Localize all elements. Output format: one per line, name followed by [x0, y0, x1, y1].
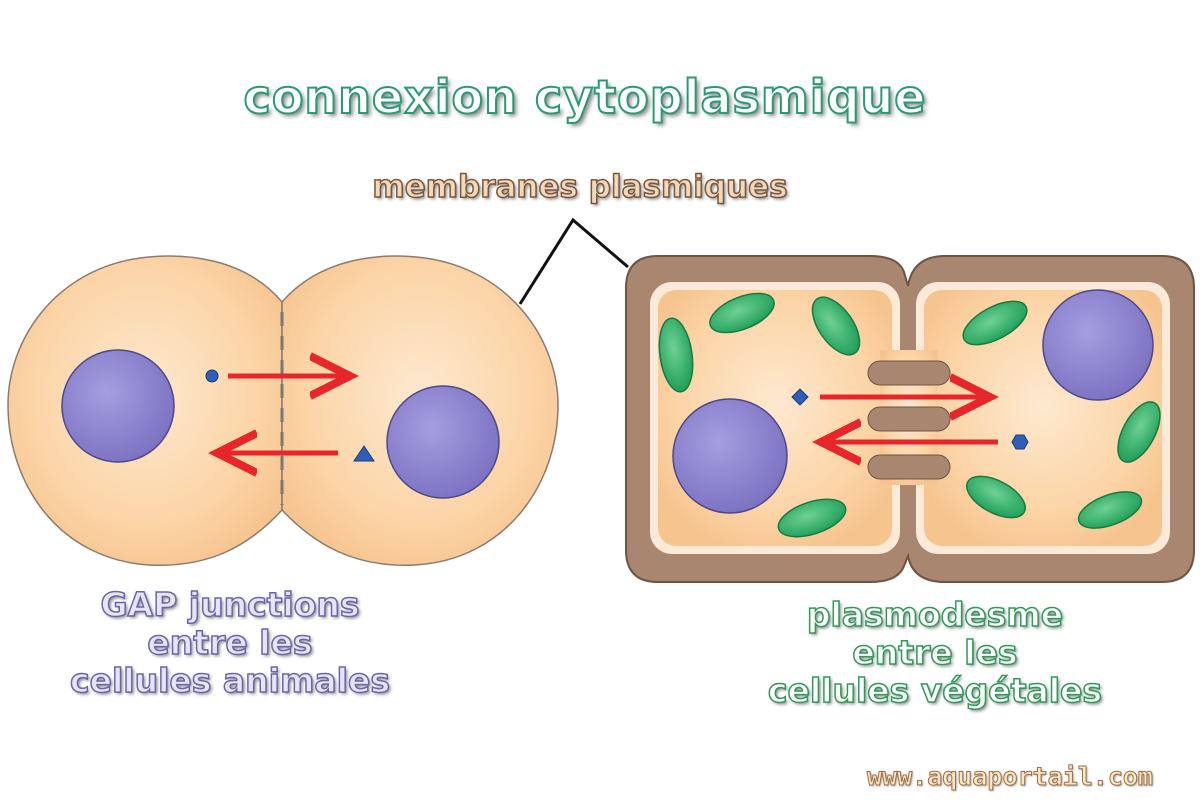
plant-caption-line: cellules végétales — [767, 671, 1103, 711]
chloroplast — [966, 475, 1026, 519]
chloroplast — [658, 317, 694, 393]
nucleus-plant-left — [672, 398, 788, 514]
diagram-title: connexion cytoplasmique — [243, 70, 927, 124]
chloroplast — [1117, 401, 1161, 463]
animal-cells — [7, 255, 559, 566]
chloroplast — [811, 296, 861, 356]
plasmodesma-wall-3 — [867, 454, 951, 480]
molecule-hexagon — [1011, 434, 1029, 450]
plant-caption-line: plasmodesme — [806, 595, 1064, 635]
animal-caption-line: cellules animales — [69, 661, 390, 701]
animal-caption-line: entre les — [147, 623, 314, 663]
molecule-circle — [205, 369, 219, 383]
nucleus-left — [61, 349, 175, 463]
plant-caption: plasmodesme entre les cellules végétales — [700, 595, 1170, 711]
chloroplast — [709, 292, 775, 334]
chloroplast — [1077, 491, 1143, 529]
molecule-triangle — [353, 445, 375, 462]
nucleus-right — [386, 385, 500, 499]
membranes-label: membranes plasmiques — [372, 169, 789, 205]
membrane-pointer — [518, 217, 629, 305]
animal-caption: GAP junctions entre les cellules animale… — [20, 585, 440, 701]
plant-caption-line: entre les — [852, 633, 1019, 673]
chloroplasts — [658, 292, 1161, 538]
plant-cells — [625, 255, 1195, 583]
watermark: www.aquaportail.com — [867, 762, 1154, 791]
plasmodesma-wall-2 — [867, 406, 951, 432]
molecule-diamond — [791, 388, 809, 406]
plasmodesma-wall-1 — [867, 360, 951, 386]
chloroplast — [962, 300, 1028, 346]
nucleus-plant-right — [1042, 289, 1154, 401]
animal-caption-line: GAP junctions — [100, 585, 361, 625]
chloroplast — [777, 498, 847, 538]
